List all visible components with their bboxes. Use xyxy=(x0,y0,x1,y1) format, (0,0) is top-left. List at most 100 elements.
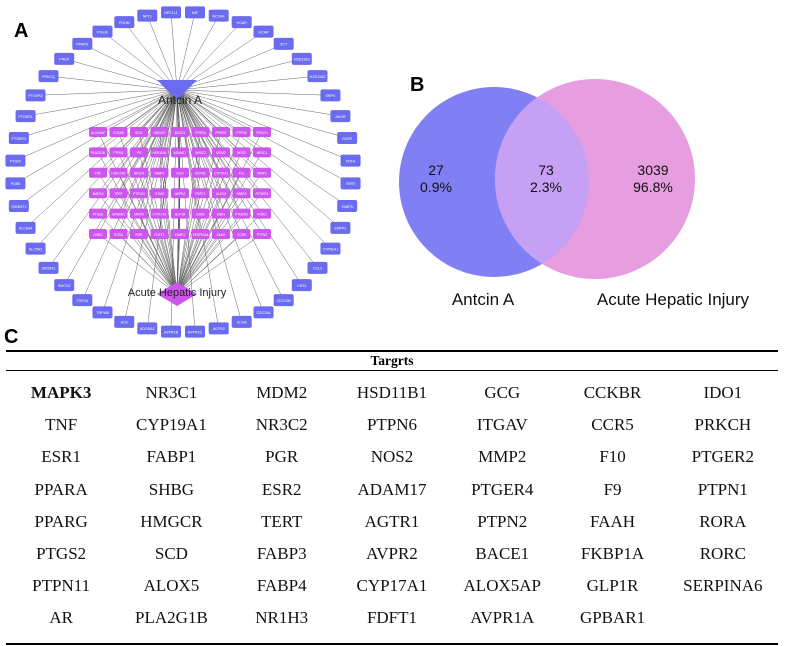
network-node-label: PPARA xyxy=(195,131,206,135)
target-cell: PTPN6 xyxy=(366,415,418,435)
network-node-label: ENPP2 xyxy=(335,227,347,231)
target-cell: F10 xyxy=(599,447,626,467)
shared-target-node: BACE1 xyxy=(171,127,189,137)
table-top-rule xyxy=(6,350,778,352)
target-node: SLC5A2 xyxy=(25,242,46,255)
network-edge xyxy=(48,75,178,91)
target-node: ENPP2 xyxy=(330,221,351,234)
target-node: HSD11B3 xyxy=(291,52,312,65)
network-edge xyxy=(176,213,222,295)
network-nodes: MIFNCOA1HCARHCARSCTHSD11B3HSD11B2SRPKAKG… xyxy=(5,6,361,338)
shared-target-node: F9 xyxy=(130,147,148,158)
network-node-label: PTGER4 xyxy=(256,192,269,196)
network-node-label: PGLM xyxy=(97,30,107,34)
target-cell: MAPK3 xyxy=(30,383,92,403)
shared-target-node: HMGCR xyxy=(150,127,169,137)
network-node-label: CCR5 xyxy=(237,233,246,237)
shared-target-node: CYP17A1 xyxy=(150,208,169,219)
shared-target-node: PPARG xyxy=(212,127,230,137)
network-node-label: PTGER2 xyxy=(28,94,42,98)
network-node-label: ALOX5AP xyxy=(91,131,106,135)
network-node-label: SRPK xyxy=(326,94,336,98)
network-node-label: SRD5A1 xyxy=(42,267,56,271)
target-cell xyxy=(668,602,778,634)
shared-target-node: PTPN1 xyxy=(109,147,128,158)
network-edge xyxy=(176,89,242,235)
network-edge xyxy=(176,89,242,133)
target-node: SHMMT1 xyxy=(8,200,29,213)
network-node-label: BACE1 xyxy=(175,131,186,135)
venn-label-antcin-a: Antcin A xyxy=(452,290,515,309)
network-node-label: PPARG xyxy=(216,131,227,135)
network-node-label: PTPN2 xyxy=(257,233,268,237)
network-node-label: PDE6 xyxy=(11,182,20,186)
target-node: TERT xyxy=(340,177,361,190)
network-node-label: ESR2 xyxy=(196,212,205,216)
network-edge xyxy=(176,58,302,91)
shared-target-node: PTGER4 xyxy=(253,188,271,199)
network-edge xyxy=(118,233,178,295)
network-edge xyxy=(176,89,242,194)
target-node: SMOX2 xyxy=(54,279,75,292)
network-edge xyxy=(97,233,178,295)
network-edge xyxy=(176,89,331,96)
shared-target-node: TNF xyxy=(89,167,107,178)
network-edge xyxy=(15,89,178,161)
network-edge xyxy=(138,89,178,153)
network-node-label: HSD11B2 xyxy=(310,75,326,79)
network-node-label: PTGER3 xyxy=(12,137,26,141)
network-node-label: TNF xyxy=(95,172,101,176)
network-node-label: GGP2 xyxy=(342,137,352,141)
target-cell: ESR1 xyxy=(41,447,81,467)
shared-target-node: PTGS2 xyxy=(89,208,107,219)
network-edge xyxy=(176,89,351,161)
target-node: MIF xyxy=(184,6,205,19)
network-edge xyxy=(176,233,222,295)
overlap-count: 73 xyxy=(538,162,554,178)
shared-target-node: ESR1 xyxy=(212,208,230,219)
shared-target-node: PTPN2 xyxy=(253,229,271,239)
target-cell: RORC xyxy=(699,544,746,564)
network-node-label: PTGS2 xyxy=(93,212,104,216)
target-node: PTGER3 xyxy=(8,131,29,144)
shared-target-node: SHBG xyxy=(89,229,107,239)
network-node-label: GPBAR1 xyxy=(112,212,125,216)
target-node: PTGER2 xyxy=(25,89,46,102)
compound-node-label: Antcin A xyxy=(158,93,202,107)
target-cell: CYP17A1 xyxy=(356,576,428,596)
network-node-label: SCT xyxy=(280,43,288,47)
network-node-label: HCAR xyxy=(237,21,248,25)
network-edge xyxy=(176,193,222,295)
network-edge xyxy=(170,12,178,91)
network-edge xyxy=(118,213,178,295)
target-node: NPT1 xyxy=(137,9,158,22)
network-node-label: CYP17A1 xyxy=(153,212,167,216)
network-edge xyxy=(64,58,178,91)
network-node-label: SMOX2 xyxy=(58,284,71,288)
target-node: SCT xyxy=(273,37,294,50)
network-node-label: F10 xyxy=(239,172,245,176)
network-node-label: FAAH xyxy=(217,233,226,237)
target-node: TOP2A xyxy=(72,294,93,307)
disease-node-acute-hepatic-injury xyxy=(157,282,197,306)
network-node-label: PTPN6 xyxy=(236,131,247,135)
venn-label-acute-hepatic-injury: Acute Hepatic Injury xyxy=(597,290,750,309)
target-cell: GCG xyxy=(484,383,521,403)
shared-target-node: FABP4 xyxy=(171,229,189,239)
shared-target-node: GCG xyxy=(171,167,189,178)
network-node-label: ACE xyxy=(121,321,129,325)
target-cell: BACE1 xyxy=(475,544,530,564)
network-node-label: PTGER1 xyxy=(18,115,32,119)
target-cell: TERT xyxy=(260,511,303,531)
network-node-label: ADORA2 xyxy=(140,327,155,331)
network-edge xyxy=(176,213,201,295)
network-edge xyxy=(176,15,219,91)
left-only-pct: 0.9% xyxy=(420,179,452,195)
shared-target-node: ADAM17 xyxy=(171,147,189,158)
table-bottom-rule xyxy=(6,642,778,645)
network-node-label: FABP3 xyxy=(237,192,247,196)
network-node-label: SHBG xyxy=(93,233,103,237)
shared-target-node: GPBAR1 xyxy=(109,208,128,219)
